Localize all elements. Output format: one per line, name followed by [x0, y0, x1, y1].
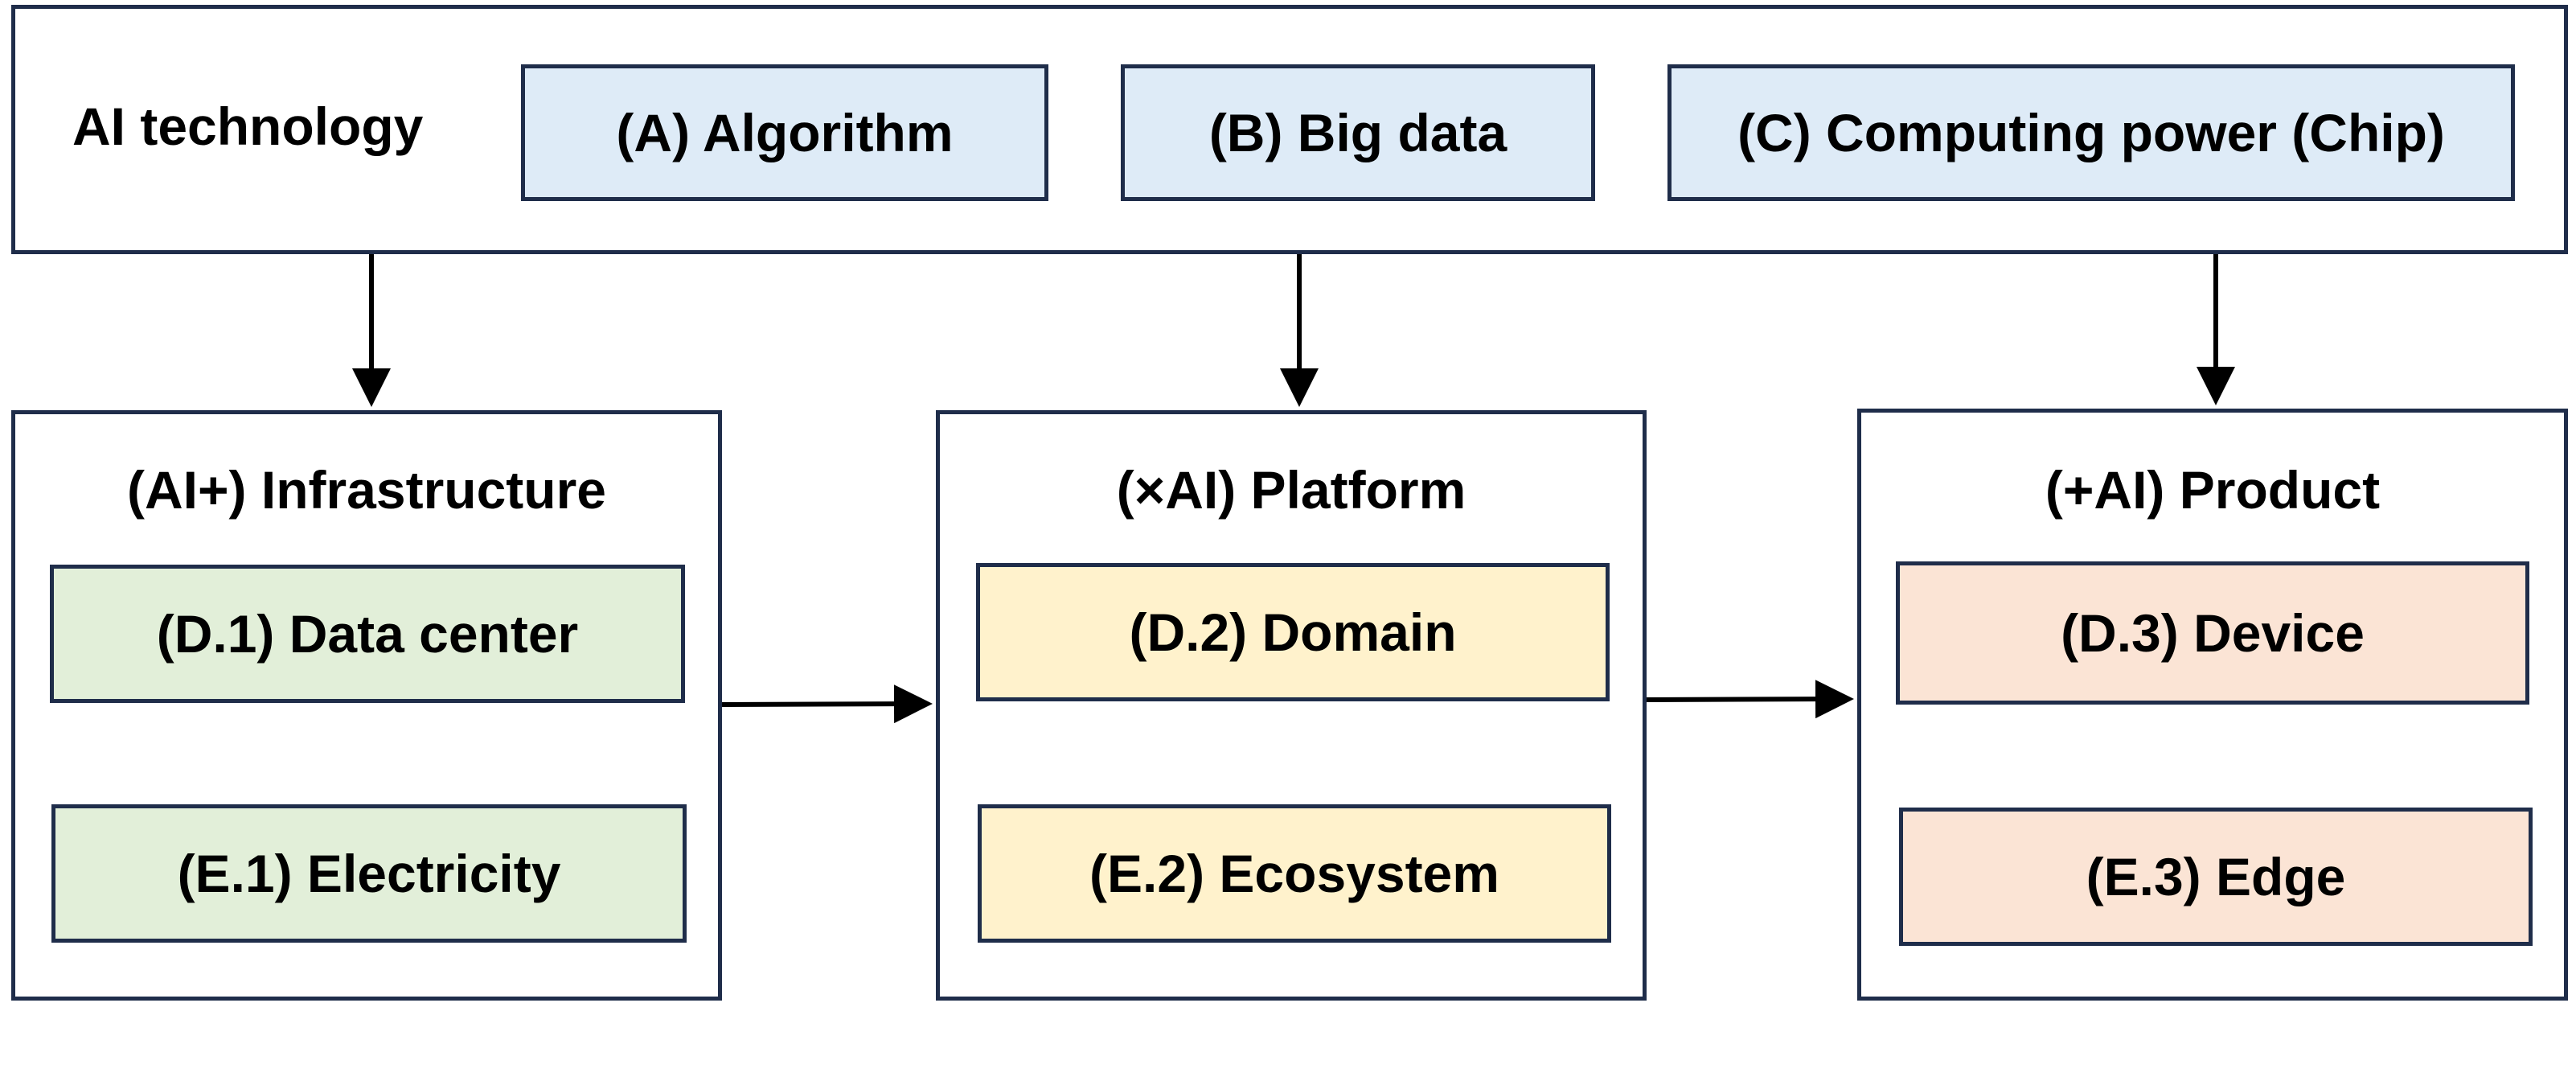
ecosystem-box: (E.2) Ecosystem [978, 804, 1611, 943]
device-box: (D.3) Device [1896, 561, 2529, 705]
arrow-infrastructure-to-platform [721, 684, 933, 724]
product-title: (+AI) Product [2045, 460, 2381, 520]
electricity-box: (E.1) Electricity [51, 804, 687, 943]
infrastructure-title: (AI+) Infrastructure [127, 460, 606, 520]
data-center-box: (D.1) Data center [50, 565, 685, 703]
big-data-box: (B) Big data [1121, 64, 1595, 201]
edge-box: (E.3) Edge [1899, 808, 2533, 946]
computing-power-box: (C) Computing power (Chip) [1667, 64, 2515, 201]
algorithm-box: (A) Algorithm [521, 64, 1048, 201]
platform-title: (×AI) Platform [1116, 460, 1466, 520]
ai-technology-label: AI technology [72, 97, 424, 156]
arrow-platform-to-product [1646, 680, 1854, 719]
domain-box: (D.2) Domain [976, 563, 1610, 701]
